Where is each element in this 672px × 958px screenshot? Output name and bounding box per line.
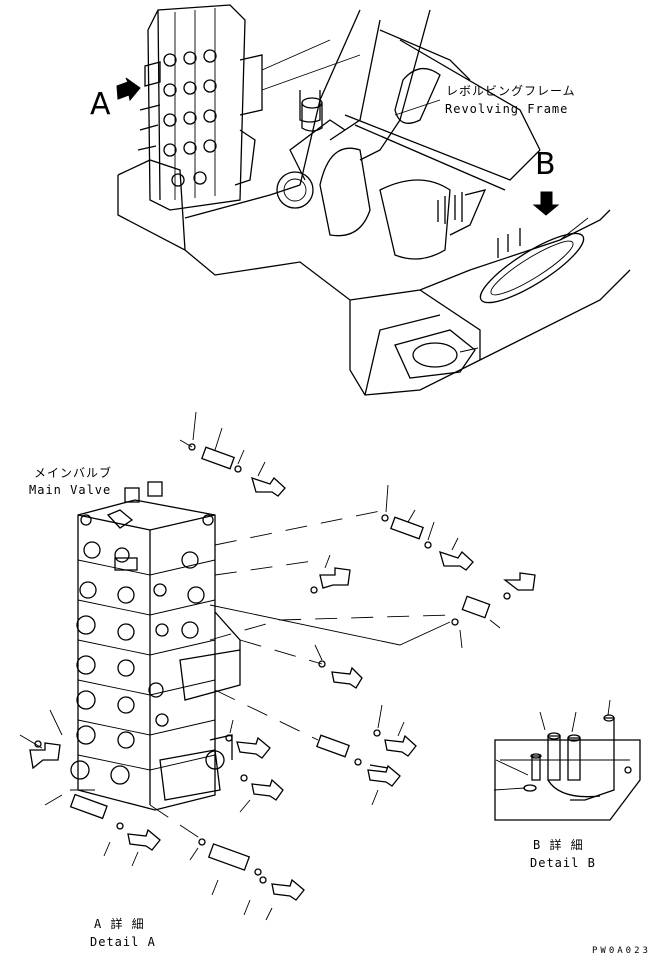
detail-b-drawing [493,699,641,821]
detail-a-label-en: Detail A [90,935,156,949]
revolving-frame-drawing [116,4,631,396]
main-valve-detail-drawing [19,481,241,811]
view-b-label: B [535,147,556,182]
revolving-frame-label-jp: レボルビングフレーム [446,84,576,98]
detail-a-label-jp: A 詳 細 [94,917,145,931]
detail-b-label-jp: B 詳 細 [533,838,584,852]
main-valve-label-en: Main Valve [29,483,112,497]
drawing-code: PW0A023 [592,946,651,956]
main-valve-label-jp: メインバルブ [34,466,113,480]
detail-b-label-en: Detail B [530,856,596,870]
main-valve-top-view [137,4,361,211]
routing-lines [149,439,451,846]
view-a-label: A [90,87,111,122]
fittings [29,411,536,921]
revolving-frame-label-en: Revolving Frame [445,102,569,116]
